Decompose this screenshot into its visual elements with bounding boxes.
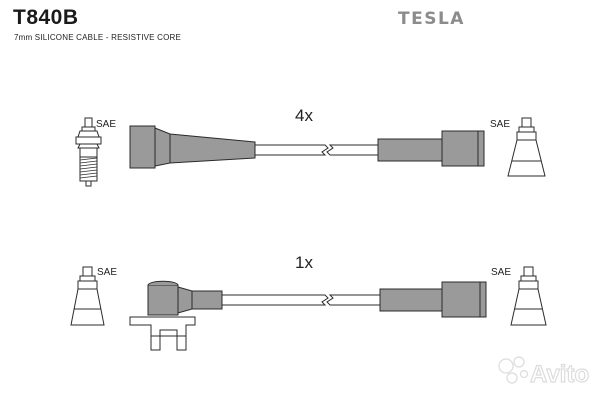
terminal-right xyxy=(510,266,547,326)
cable-spec: 7mm SILICONE CABLE - RESISTIVE CORE xyxy=(14,33,182,42)
bottom-lead-right-boot xyxy=(379,281,487,318)
bottom-left-sae-label: SAE xyxy=(97,267,117,278)
bottom-lead: 1x SAE xyxy=(70,253,547,351)
bottom-lead-angled-boot xyxy=(147,280,223,316)
bottom-lead-cable xyxy=(221,294,381,306)
top-lead-cable xyxy=(254,144,379,156)
top-lead-quantity: 4x xyxy=(295,106,313,125)
top-lead-left-boot xyxy=(129,125,256,169)
top-right-sae-label: SAE xyxy=(490,119,510,130)
avito-watermark: Avito xyxy=(498,356,590,389)
top-lead: 4x SAE xyxy=(75,106,546,187)
bottom-lead-bracket xyxy=(129,316,196,351)
spark-plug-left xyxy=(75,117,102,187)
coil-terminal-right xyxy=(507,117,546,177)
part-code: T840B xyxy=(13,6,79,29)
top-left-sae-label: SAE xyxy=(96,119,116,130)
bottom-right-sae-label: SAE xyxy=(491,267,511,278)
terminal-left xyxy=(70,266,105,326)
bottom-lead-quantity: 1x xyxy=(295,253,313,272)
brand-logo: TESLA xyxy=(398,9,465,29)
top-lead-right-boot xyxy=(377,130,485,167)
avito-logo-icon xyxy=(498,356,529,384)
watermark-text: Avito xyxy=(530,361,589,388)
